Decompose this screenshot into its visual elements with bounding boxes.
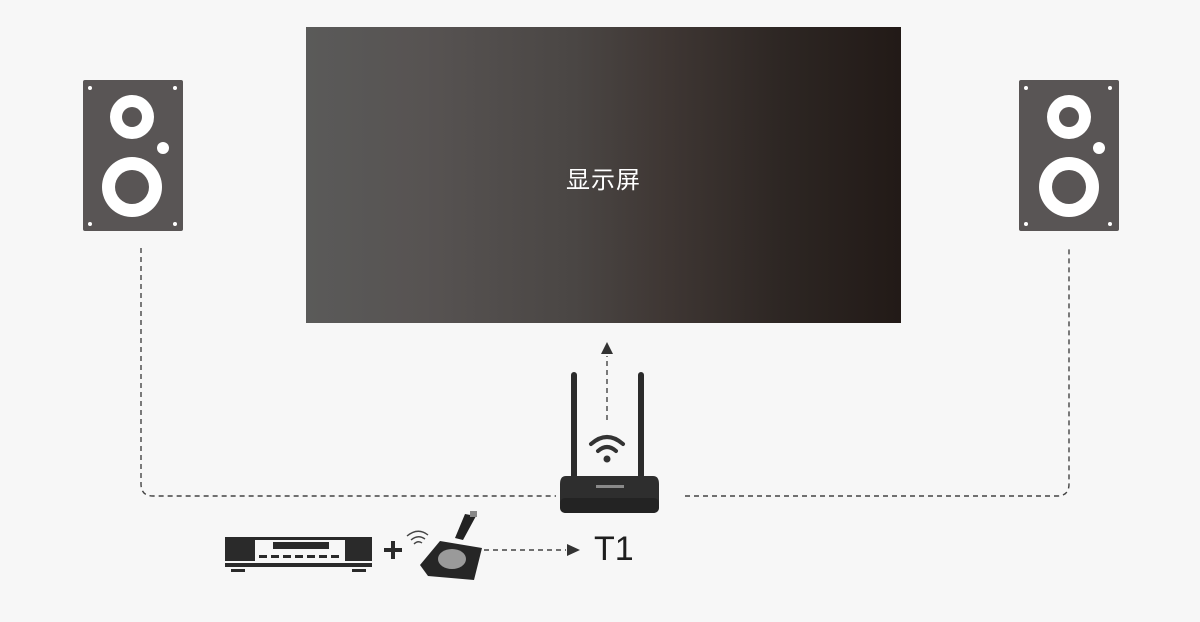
right-speaker-connection — [685, 248, 1070, 497]
right-speaker-icon — [1019, 80, 1119, 231]
wifi-dot — [603, 455, 611, 463]
plus-icon — [384, 541, 402, 559]
wireless-router-icon — [560, 372, 659, 513]
arrow-up-icon — [601, 342, 613, 354]
display-screen: 显示屏 — [306, 27, 901, 323]
left-speaker-icon — [83, 80, 183, 231]
arrow-right-icon — [567, 544, 580, 556]
wifi-icon — [589, 435, 625, 453]
connection-lines — [140, 248, 1070, 551]
receiver-label: T1 — [594, 530, 634, 568]
media-player-icon — [225, 537, 372, 572]
wireless-transmitter-button-icon — [420, 511, 482, 580]
left-speaker-connection — [140, 248, 556, 497]
display-label: 显示屏 — [566, 165, 641, 194]
transmitter-wifi-icon — [406, 530, 429, 545]
